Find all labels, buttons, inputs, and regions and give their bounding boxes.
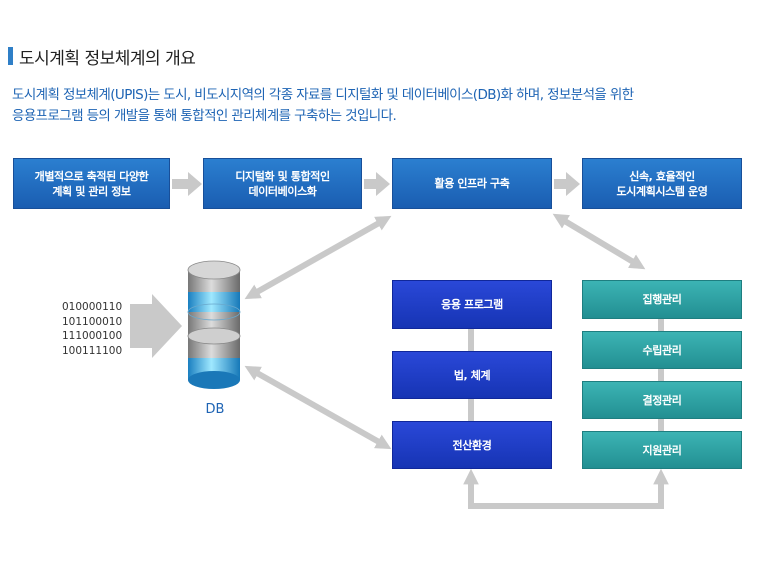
infra-label-2: 법, 체계 bbox=[453, 368, 491, 382]
db-to-infra-bottom-link bbox=[244, 365, 392, 450]
infra-label-1: 응용 프로그램 bbox=[441, 298, 503, 311]
flow-step-infrastructure: 활용 인프라 구축 bbox=[392, 158, 552, 209]
bottom-loop-link bbox=[463, 468, 669, 509]
database-icon bbox=[187, 260, 241, 389]
management-decision: 결정관리 bbox=[582, 381, 742, 419]
flow-step-digitization: 디지털화 및 통합적인 데이터베이스화 bbox=[203, 158, 362, 209]
mgmt-connector-2 bbox=[658, 369, 664, 381]
infra-connector-1 bbox=[468, 329, 474, 351]
infra-computing-environment: 전산환경 bbox=[392, 421, 552, 469]
flow-step-2-line-2: 데이터베이스화 bbox=[248, 184, 317, 198]
management-execution: 집행관리 bbox=[582, 280, 742, 319]
flow-step-4-line-1: 신속, 효율적인 bbox=[629, 169, 695, 183]
binary-line-1: 010000110 bbox=[62, 301, 123, 313]
management-establishment: 수립관리 bbox=[582, 331, 742, 369]
infra-label-3: 전산환경 bbox=[452, 438, 492, 452]
flow-arrows bbox=[172, 172, 580, 196]
flow-step-1-line-2: 계획 및 관리 정보 bbox=[52, 184, 131, 198]
management-label-2: 수립관리 bbox=[642, 343, 682, 357]
management-label-1: 집행관리 bbox=[642, 293, 682, 306]
title-accent-bar bbox=[8, 47, 13, 65]
flow-arrow-1 bbox=[172, 172, 202, 196]
mgmt-connector-1 bbox=[658, 319, 664, 331]
management-label-4: 지원관리 bbox=[642, 443, 682, 457]
infra-to-operation-link bbox=[552, 213, 646, 270]
binary-line-4: 100111100 bbox=[62, 344, 123, 357]
intro-line-1: 도시계획 정보체계(UPIS)는 도시, 비도시지역의 각종 자료를 디지털화 … bbox=[12, 87, 634, 103]
mgmt-connector-3 bbox=[658, 419, 664, 431]
flow-arrow-3 bbox=[554, 172, 580, 196]
page-title: 도시계획 정보체계의 개요 bbox=[19, 49, 196, 69]
intro-text: 도시계획 정보체계(UPIS)는 도시, 비도시지역의 각종 자료를 디지털화 … bbox=[12, 85, 752, 127]
binary-data: 010000110 101100010 111000100 100111100 bbox=[62, 300, 122, 358]
db-label: DB bbox=[205, 402, 225, 417]
binary-line-3: 111000100 bbox=[62, 330, 123, 342]
binary-line-2: 101100010 bbox=[62, 315, 123, 328]
infra-law-system: 법, 체계 bbox=[392, 351, 552, 399]
intro-line-2: 응용프로그램 등의 개발을 통해 통합적인 관리체계를 구축하는 것입니다. bbox=[12, 108, 397, 124]
management-label-3: 결정관리 bbox=[642, 393, 682, 407]
flow-step-1-line-1: 개별적으로 축적된 다양한 bbox=[34, 169, 149, 183]
flow-step-planning-info: 개별적으로 축적된 다양한 계획 및 관리 정보 bbox=[13, 158, 170, 209]
flow-step-2-line-1: 디지털화 및 통합적인 bbox=[235, 169, 330, 183]
flow-step-system-operation: 신속, 효율적인 도시계획시스템 운영 bbox=[582, 158, 742, 209]
db-to-infra-top-link bbox=[244, 215, 392, 300]
infra-connector-2 bbox=[468, 399, 474, 421]
flow-arrow-2 bbox=[364, 172, 390, 196]
flow-step-4-line-2: 도시계획시스템 운영 bbox=[616, 184, 708, 198]
binary-to-db-arrow bbox=[130, 294, 182, 358]
flow-step-3-label: 활용 인프라 구축 bbox=[434, 177, 510, 190]
infra-application-program: 응용 프로그램 bbox=[392, 280, 552, 329]
management-support: 지원관리 bbox=[582, 431, 742, 469]
